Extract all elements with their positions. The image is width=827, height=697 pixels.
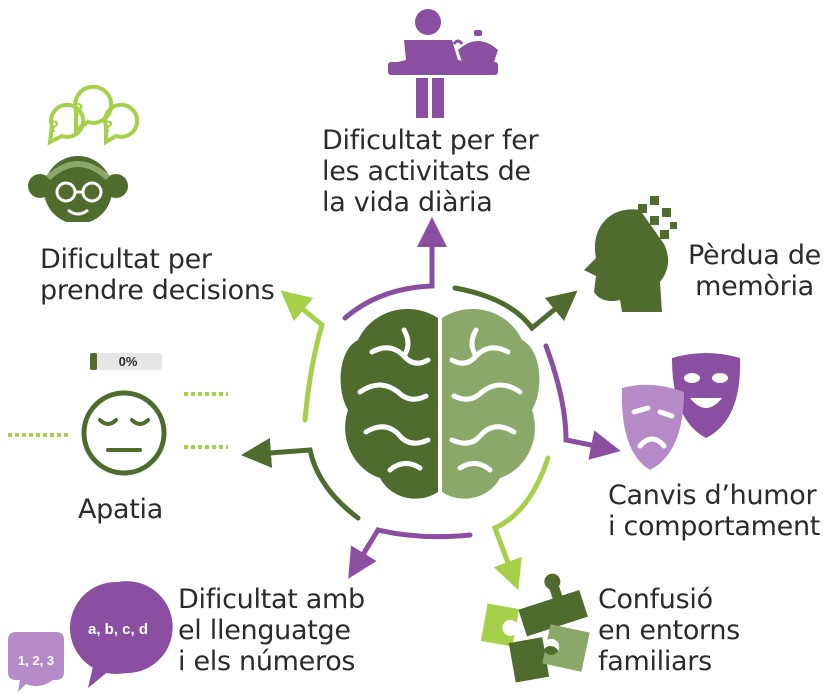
label-line: familiars (598, 646, 712, 677)
arrow-to-apathy (241, 437, 361, 521)
bubble-large-text: a, b, c, d (88, 621, 148, 638)
arrow-to-memory (452, 285, 578, 332)
neutral-face-icon (81, 390, 167, 476)
label-line: memòria (695, 271, 814, 302)
speech-bubbles-icon: a, b, c, d 1, 2, 3 (8, 581, 173, 692)
label-line: la vida diària (322, 187, 493, 218)
confused-elder-icon: ? ? ? (28, 84, 140, 228)
label-mood: Canvis d’humor i comportament (608, 480, 820, 542)
arrow-to-mood (543, 343, 621, 460)
label-daily-life: Dificultat per fer les activitats de la … (322, 125, 539, 218)
arrow-to-language (348, 527, 473, 579)
head-memory-loss-icon (584, 196, 677, 312)
label-line: Dificultat amb (178, 584, 365, 615)
label-line: Dificultat per fer (322, 125, 539, 156)
arrow-to-daily-life (342, 217, 447, 321)
bubble-small-text: 1, 2, 3 (18, 653, 54, 668)
label-decisions: Dificultat per prendre decisions (40, 244, 275, 306)
question-bubble-left (47, 102, 86, 146)
label-language: Dificultat amb el llenguatge i els númer… (178, 584, 365, 677)
label-line: i comportament (608, 511, 821, 542)
arrow-to-confusion (491, 455, 551, 591)
label-line: prendre decisions (40, 275, 275, 306)
svg-text:?: ? (103, 117, 113, 136)
label-line: Confusió (598, 584, 713, 615)
dashed-lines (8, 392, 228, 449)
label-line: Pèrdua de (688, 240, 821, 271)
battery-level: 0% (119, 354, 138, 369)
question-bubble-center (73, 84, 114, 134)
label-line: el llenguatge (178, 615, 351, 646)
label-line: Canvis d’humor (608, 480, 817, 511)
battery-icon: 0% (90, 353, 162, 370)
svg-text:?: ? (73, 100, 84, 120)
label-memory: Pèrdua de memòria (688, 240, 821, 302)
puzzle-pieces-icon (480, 573, 590, 683)
person-cooking-icon (388, 9, 498, 118)
label-apathy: Apatia (78, 494, 163, 525)
circular-arrows (241, 217, 621, 591)
arrow-to-decisions (280, 290, 325, 423)
question-bubble-right (103, 102, 140, 146)
label-line: en entorns (598, 615, 740, 646)
label-line: Dificultat per (40, 244, 212, 275)
theater-masks-icon (621, 353, 741, 470)
label-line: Apatia (78, 494, 163, 525)
label-line: i els números (178, 646, 356, 677)
label-confusion: Confusió en entorns familiars (598, 584, 740, 677)
svg-text:?: ? (49, 117, 59, 136)
label-line: les activitats de (322, 156, 531, 187)
brain-icon (340, 309, 540, 499)
